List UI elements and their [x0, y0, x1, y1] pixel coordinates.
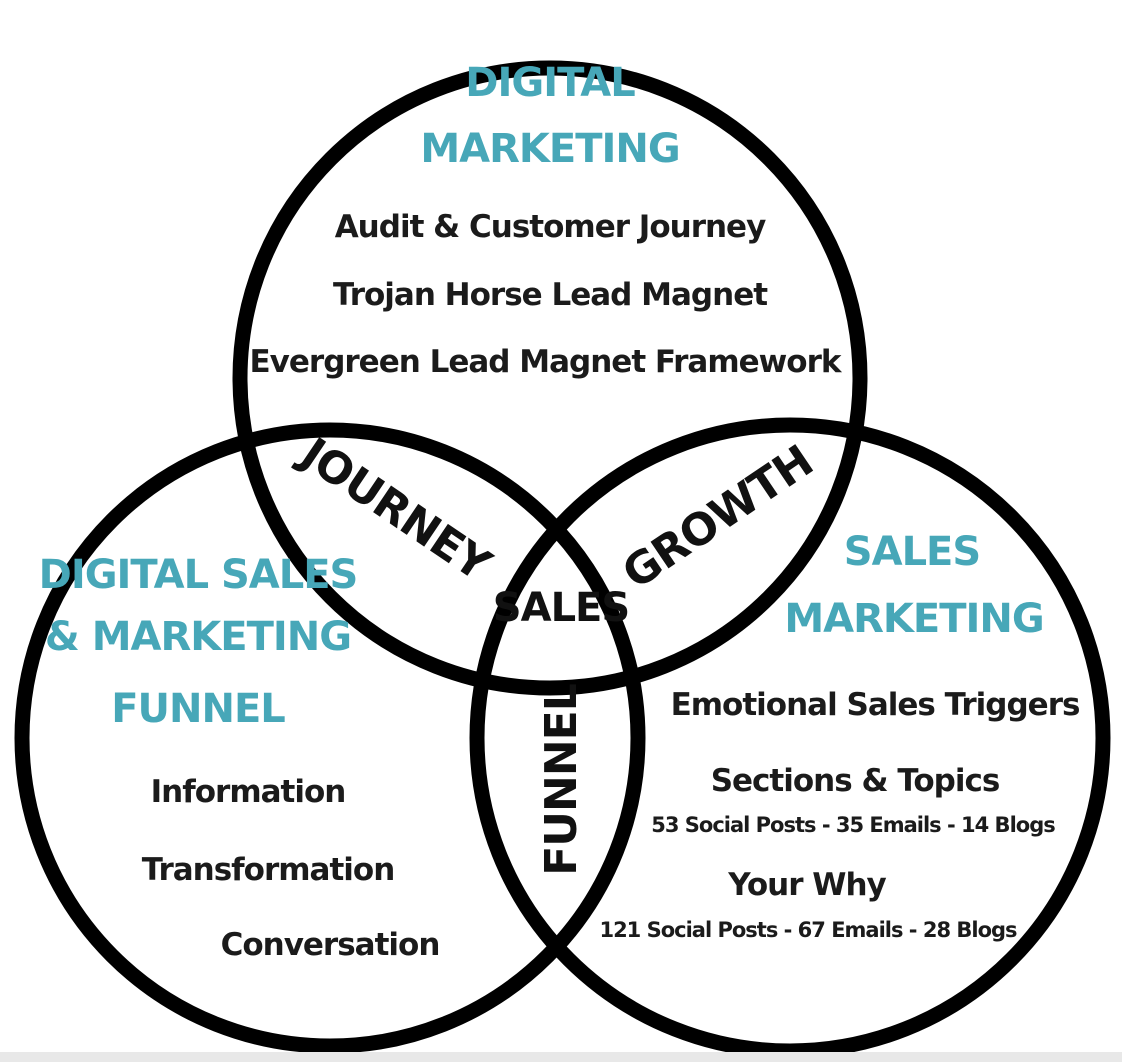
top-heading-line2: MARKETING	[420, 126, 679, 172]
center-sales: SALES	[493, 585, 629, 631]
top-heading-line1: DIGITAL	[465, 60, 635, 106]
circle-digital-sales-funnel	[14, 422, 646, 1054]
right-item-title: Sections & Topics	[711, 763, 1000, 799]
right-heading-line2: MARKETING	[784, 596, 1043, 642]
right-item-detail: 121 Social Posts - 67 Emails - 28 Blogs	[599, 918, 1017, 942]
circle-sales-marketing	[469, 417, 1111, 1059]
bottom-edge	[0, 1052, 1122, 1062]
right-item-title: Your Why	[727, 867, 886, 903]
right-item-title: Emotional Sales Triggers	[671, 687, 1080, 723]
overlap-funnel: FUNNEL	[536, 684, 587, 876]
left-item: Conversation	[221, 927, 440, 963]
top-item: Audit & Customer Journey	[335, 209, 766, 245]
right-item-detail: 53 Social Posts - 35 Emails - 14 Blogs	[651, 813, 1055, 837]
left-item: Transformation	[142, 852, 395, 888]
top-item: Trojan Horse Lead Magnet	[333, 277, 768, 313]
top-item: Evergreen Lead Magnet Framework	[250, 344, 843, 380]
left-heading-line2: & MARKETING	[45, 614, 351, 660]
left-heading-line3: FUNNEL	[111, 686, 285, 732]
circle-digital-marketing	[232, 60, 868, 696]
left-item: Information	[151, 774, 346, 810]
right-heading-line1: SALES	[844, 529, 980, 575]
left-heading-line1: DIGITAL SALES	[39, 552, 358, 598]
